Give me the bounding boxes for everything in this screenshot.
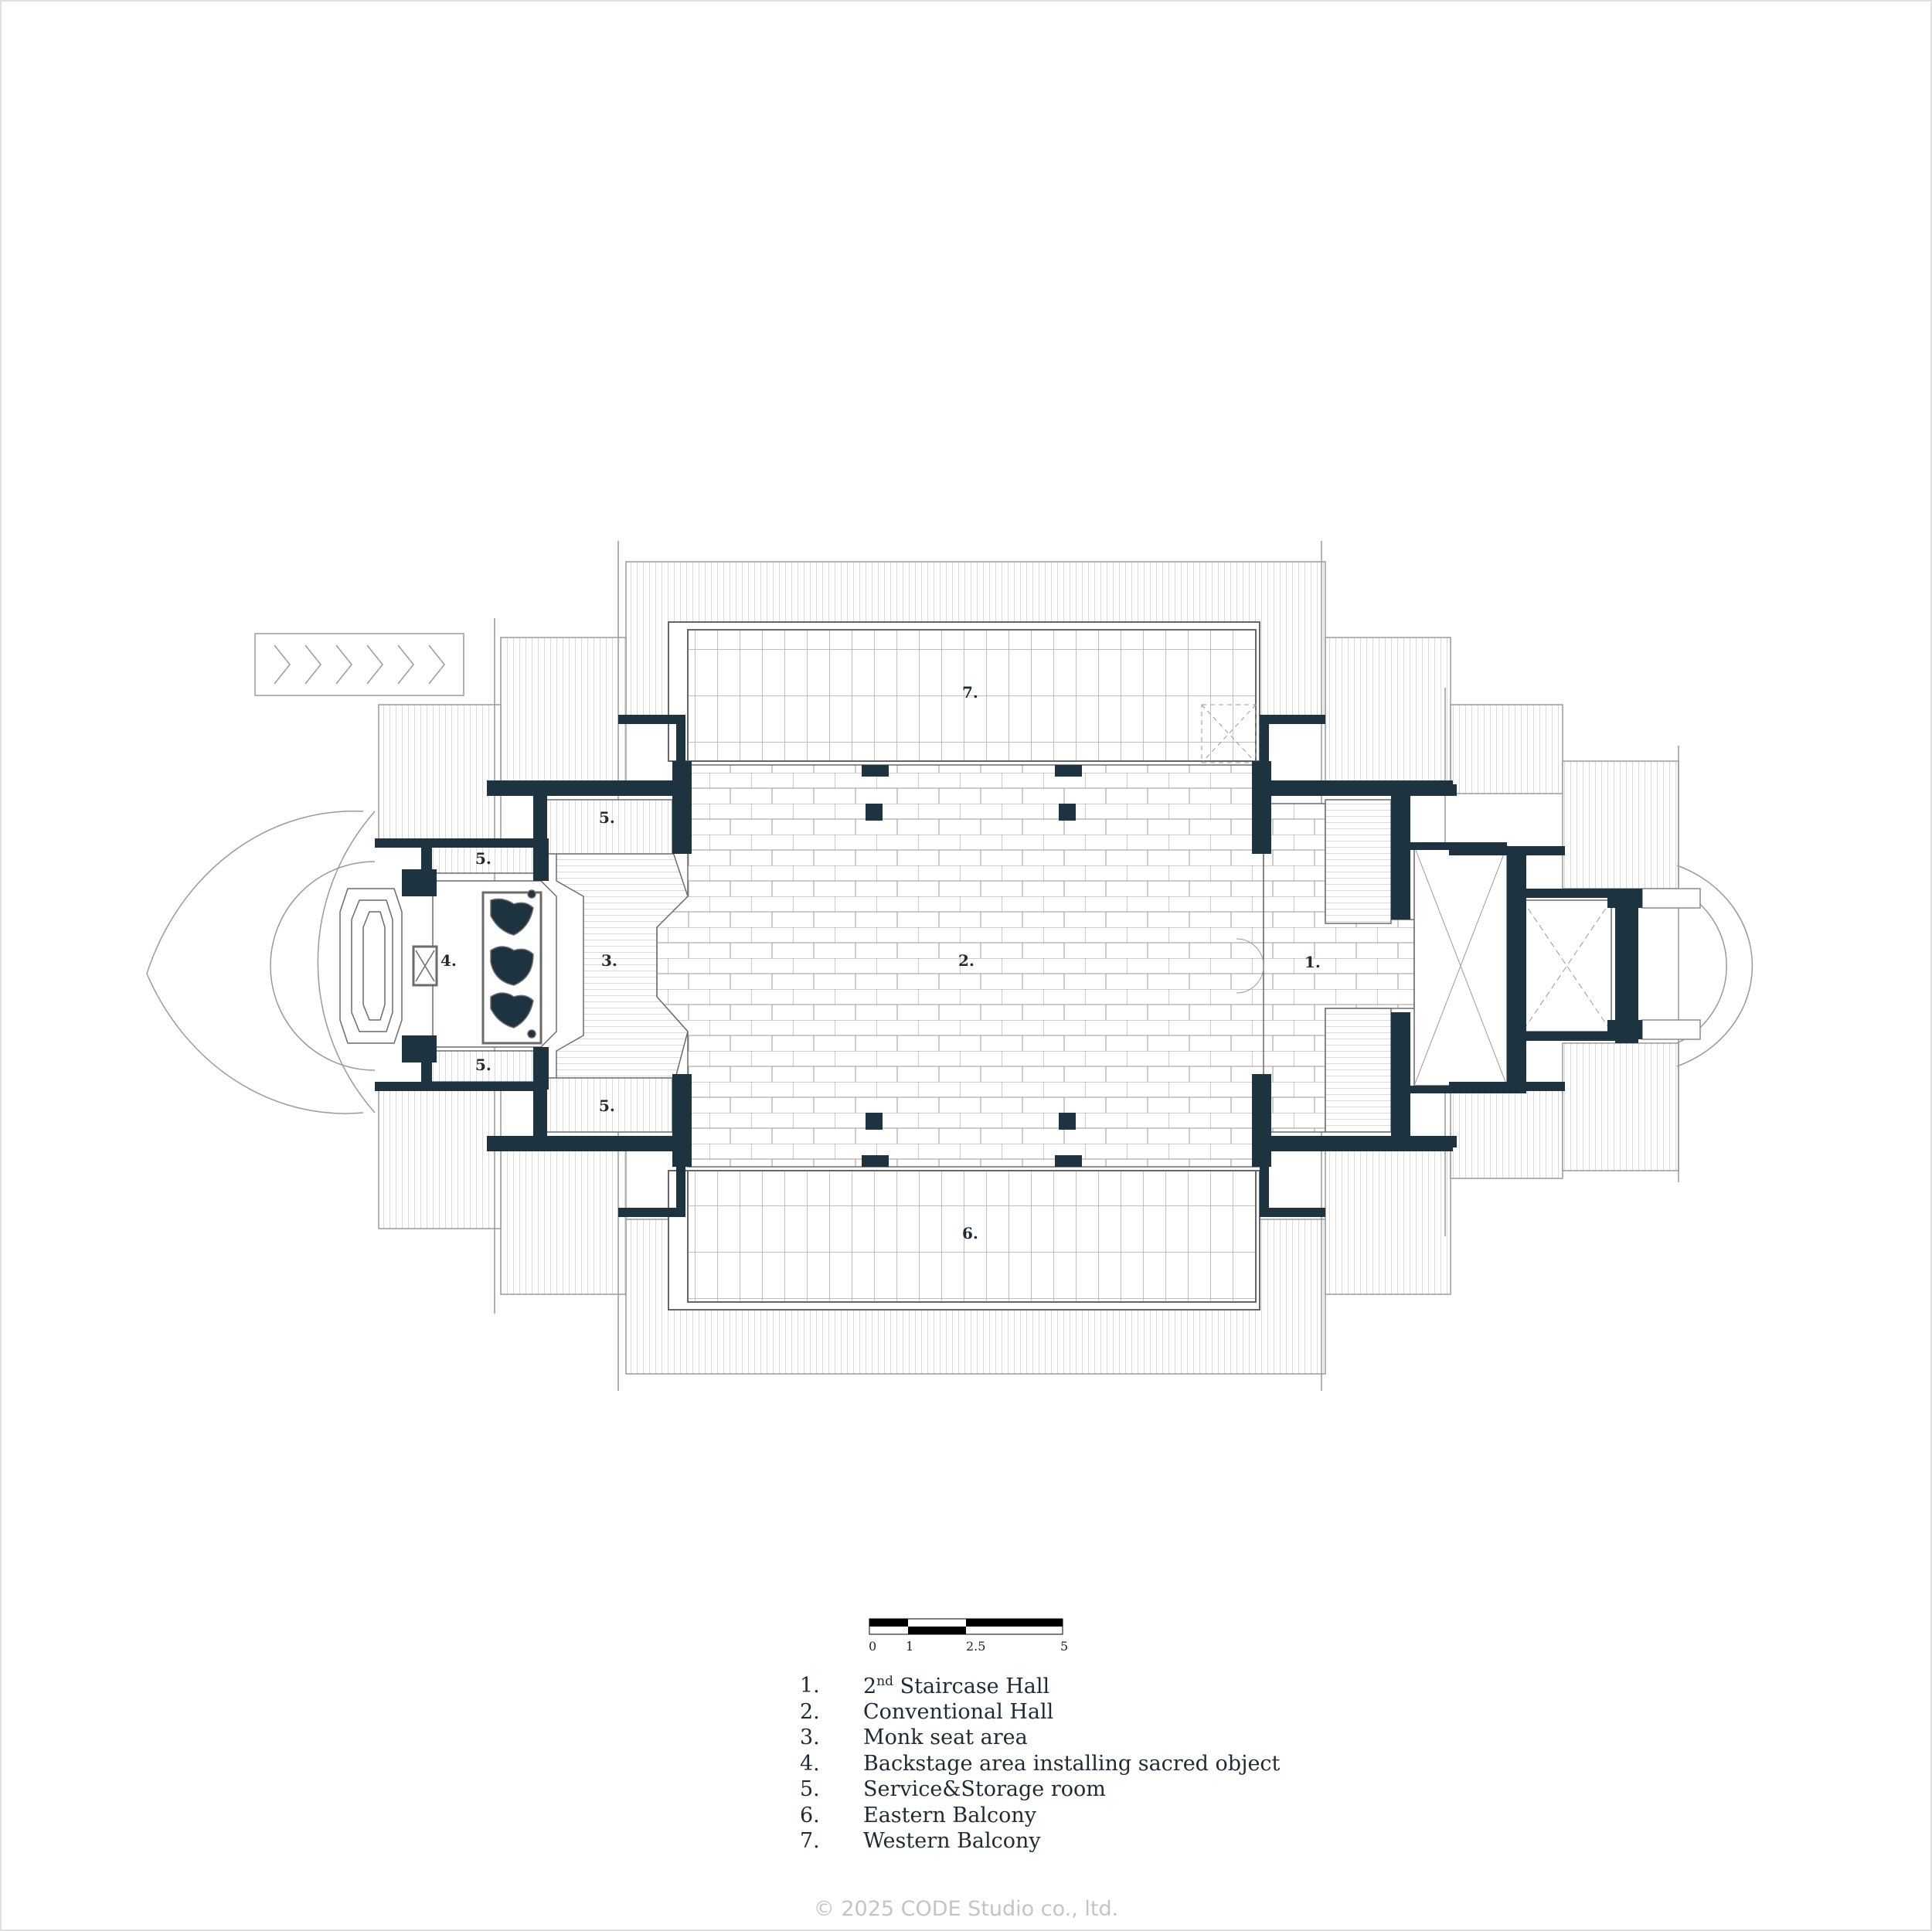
legend-label: Service&Storage room bbox=[863, 1777, 1106, 1802]
monk-seat-floor bbox=[556, 803, 689, 1090]
label-service-3: 5. bbox=[475, 1056, 492, 1074]
legend-label: Backstage area installing sacred object bbox=[863, 1751, 1281, 1776]
backstage-area bbox=[339, 880, 557, 1048]
scale-tick-5: 5 bbox=[1060, 1639, 1068, 1654]
legend-label: Conventional Hall bbox=[863, 1699, 1054, 1724]
side-stairs bbox=[1641, 888, 1701, 1040]
legend-number: 6. bbox=[800, 1803, 820, 1827]
legend-item: 3. Monk seat area bbox=[800, 1725, 1573, 1751]
label-western-balcony: 7. bbox=[962, 683, 978, 702]
legend: 1. 2nd Staircase Hall 2. Conventional Ha… bbox=[800, 1673, 1573, 1855]
scale-tick-0: 0 bbox=[869, 1639, 876, 1654]
entry-stair bbox=[254, 633, 464, 696]
legend-item: 4. Backstage area installing sacred obje… bbox=[800, 1751, 1573, 1777]
walls bbox=[375, 715, 1642, 1217]
scale-tick-1: 1 bbox=[906, 1639, 913, 1654]
legend-label: 2nd Staircase Hall bbox=[863, 1673, 1050, 1698]
scale-tick-2-5: 2.5 bbox=[966, 1639, 985, 1654]
copyright-text: © 2025 CODE Studio co., ltd. bbox=[813, 1897, 1119, 1921]
room-labels: 1. 2. 3. 4. 5. 5. 5. 5. 6. 7. bbox=[440, 683, 1321, 1243]
scale-bar: 0 1 2.5 5 bbox=[869, 1618, 1068, 1654]
label-backstage: 4. bbox=[440, 951, 457, 970]
legend-number: 4. bbox=[800, 1751, 820, 1776]
legend-number: 5. bbox=[800, 1777, 820, 1802]
label-staircase-hall: 1. bbox=[1304, 953, 1321, 971]
legend-number: 1. bbox=[800, 1674, 820, 1698]
label-service-2: 5. bbox=[475, 849, 492, 868]
legend-number: 7. bbox=[800, 1829, 820, 1854]
balconies bbox=[668, 621, 1260, 1311]
legend-item: 7. Western Balcony bbox=[800, 1828, 1573, 1855]
label-service-1: 5. bbox=[599, 808, 615, 827]
legend-item: 5. Service&Storage room bbox=[800, 1776, 1573, 1803]
legend-label: Monk seat area bbox=[863, 1725, 1028, 1750]
label-eastern-balcony: 6. bbox=[962, 1224, 978, 1243]
legend-number: 3. bbox=[800, 1725, 820, 1750]
legend-label: Eastern Balcony bbox=[863, 1803, 1036, 1827]
staircase-hall-floor bbox=[1236, 799, 1612, 1133]
legend-item: 6. Eastern Balcony bbox=[800, 1803, 1573, 1829]
label-conventional-hall: 2. bbox=[958, 951, 975, 970]
label-monk-seat: 3. bbox=[601, 951, 617, 970]
legend-number: 2. bbox=[800, 1699, 820, 1724]
label-service-4: 5. bbox=[599, 1096, 615, 1115]
legend-item: 1. 2nd Staircase Hall bbox=[800, 1673, 1573, 1699]
legend-label: Western Balcony bbox=[863, 1829, 1041, 1854]
legend-item: 2. Conventional Hall bbox=[800, 1699, 1573, 1725]
